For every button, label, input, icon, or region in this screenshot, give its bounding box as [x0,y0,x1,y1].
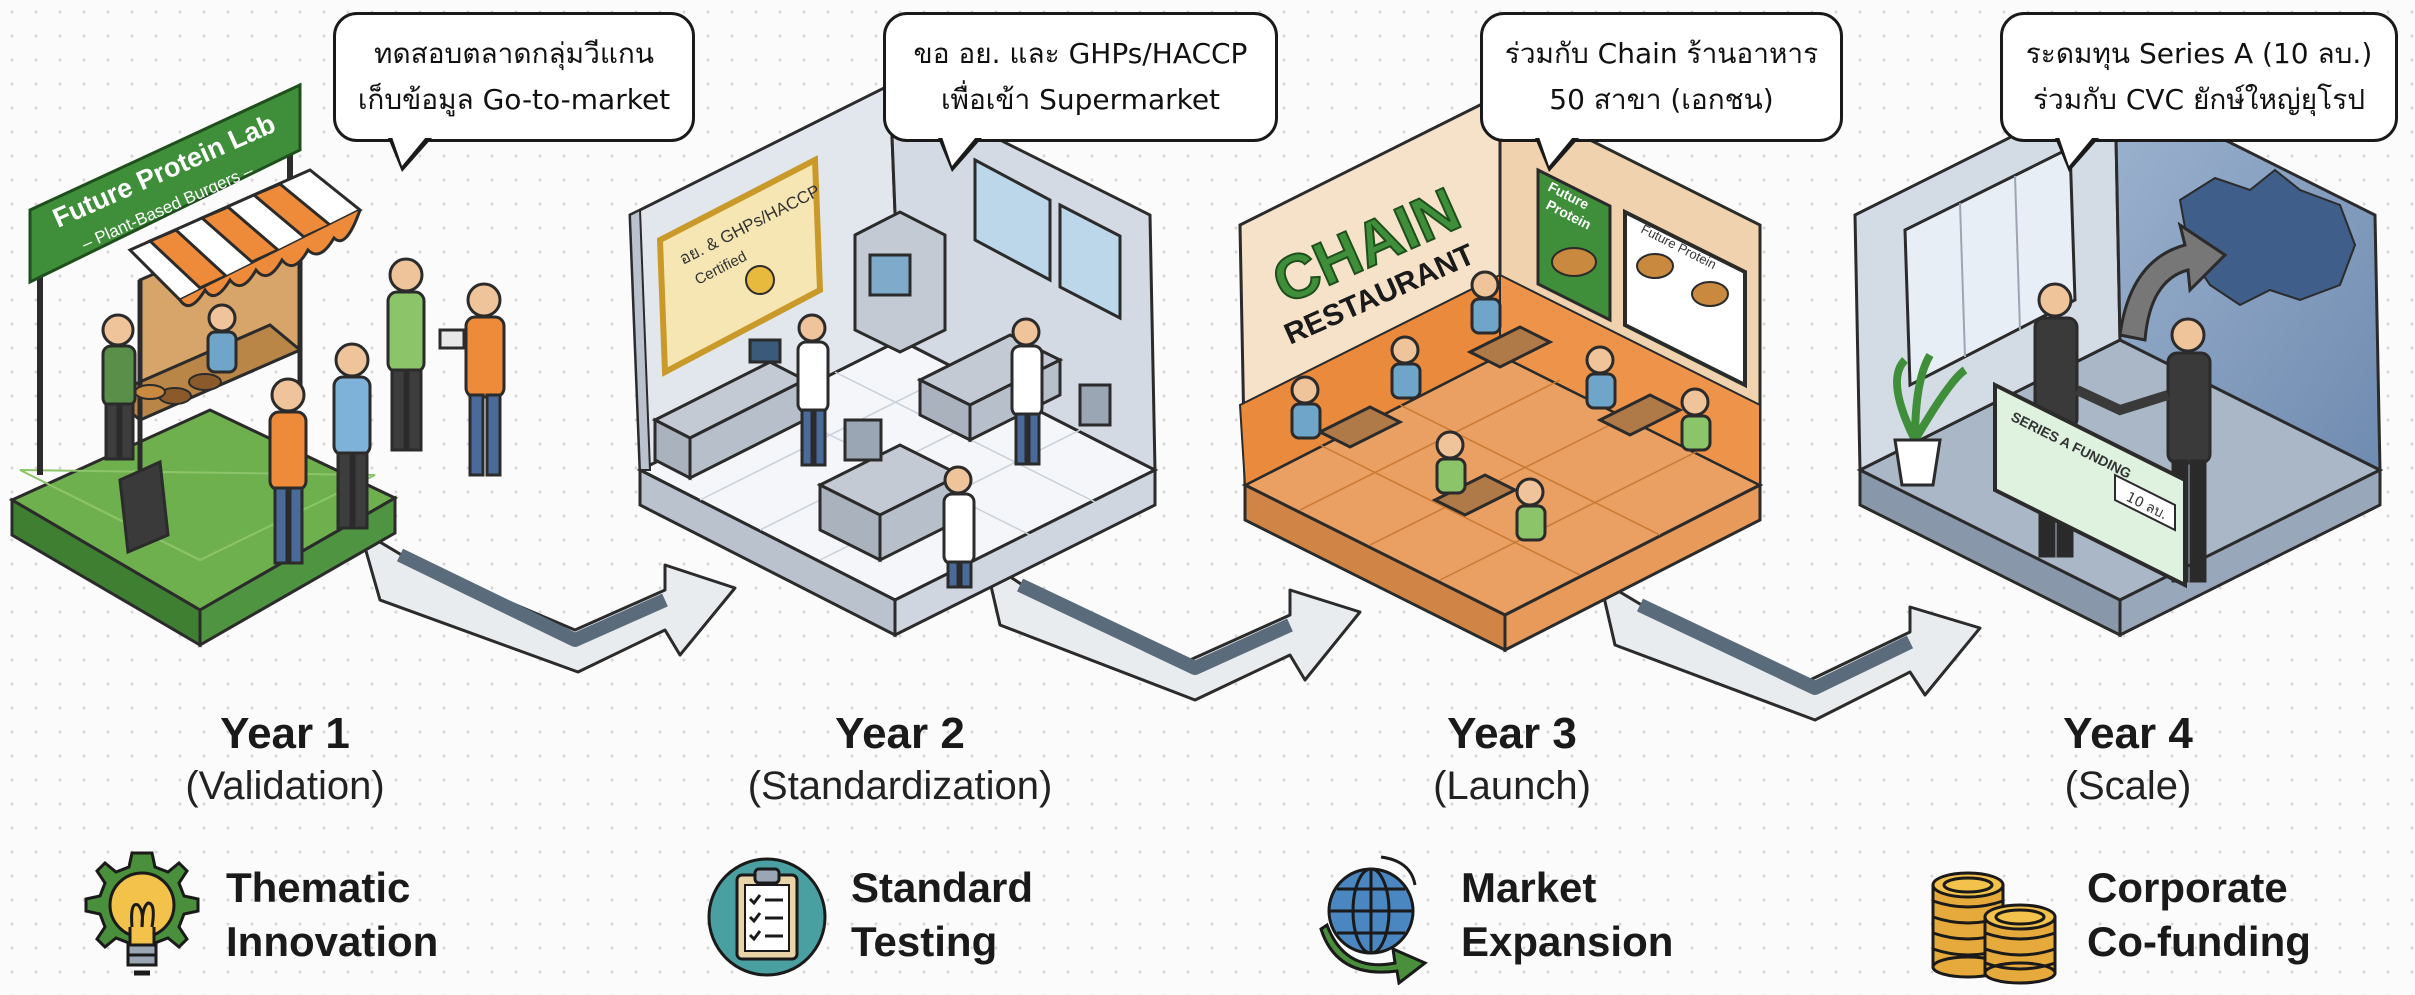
expansion-arrow [2118,221,2228,342]
year-3-phase: (Launch) [1433,764,1591,808]
clipboard-checklist-icon [707,857,827,977]
theme-2-line-2: Testing [851,918,998,965]
theme-year-2: Standard Testing [705,845,1033,985]
bubble-2-line-2: เพื่อเข้า Supermarket [940,83,1221,116]
year-1-phase: (Validation) [185,764,385,808]
theme-year-1: Thematic Innovation [80,845,438,985]
speech-bubble-year-4: ระดมทุน Series A (10 ลบ.) ร่วมกับ CVC ยั… [2000,12,2398,172]
theme-3-line-2: Expansion [1461,918,1674,965]
theme-1-line-2: Innovation [226,918,439,965]
theme-3-line-1: Market [1461,864,1597,911]
year-3-title: Year 3 [1447,709,1577,758]
year-4-title: Year 4 [2063,709,2193,758]
bubble-3-line-1: ร่วมกับ Chain ร้านอาหาร [1504,37,1819,70]
bubble-2-line-1: ขอ อย. และ GHPs/HACCP [913,37,1248,70]
bubble-1-line-2: เก็บข้อมูล Go-to-market [357,83,671,116]
coin-stacks-icon [1931,871,2057,985]
bubble-4-line-1: ระดมทุน Series A (10 ลบ.) [2025,37,2373,70]
globe-arrow-icon [1319,855,1428,985]
stall-people [101,257,506,565]
year-2-title: Year 2 [835,709,965,758]
office-plant [1893,352,1968,487]
europe-map [2178,168,2357,307]
bubble-4-line-2: ร่วมกับ CVC ยักษ์ใหญ่ยุโรป [2032,83,2366,116]
restaurant-poster: Future Protein [1536,167,1612,323]
theme-1-label: Thematic Innovation [226,861,438,969]
year-1-title: Year 1 [220,709,350,758]
theme-4-line-1: Corporate [2087,864,2288,911]
lab-scientists [796,313,1044,589]
theme-4-line-2: Co-funding [2087,918,2311,965]
arrow-2-to-3 [983,558,1362,702]
theme-4-label: Corporate Co-funding [2087,861,2311,969]
stage-3-restaurant: CHAIN RESTAURANT Future Protein Future P… [1238,92,1764,653]
year-4-phase: (Scale) [2064,764,2192,808]
theme-1-line-1: Thematic [226,864,411,911]
year-2-phase: (Standardization) [747,764,1053,808]
theme-year-4: Corporate Co-funding [1925,845,2311,985]
stage-label-year-1: Year 1 (Validation) [55,708,515,812]
restaurant-diners [1290,270,1712,542]
lightbulb-gear-icon [84,851,200,976]
arrow-1-to-2 [358,528,737,674]
stage-2-lab-room: อย. & GHPs/HACCP Certified [628,82,1159,638]
stage-1-market-stall: Future Protein Lab – Plant-Based Burgers… [8,82,506,648]
theme-2-label: Standard Testing [851,861,1033,969]
stage-4-office: SERIES A FUNDING 10 ลบ. [1853,82,2384,638]
theme-year-3: Market Expansion [1315,845,1673,985]
bubble-3-line-2: 50 สาขา (เอกชน) [1549,83,1774,116]
stage-label-year-4: Year 4 (Scale) [1898,708,2358,812]
arrow-3-to-4 [1598,578,1982,722]
theme-3-label: Market Expansion [1461,861,1673,969]
bubble-1-line-1: ทดสอบตลาดกลุ่มวีแกน [374,37,654,70]
flow-arrows [358,528,1982,722]
theme-2-line-1: Standard [851,864,1034,911]
stage-label-year-3: Year 3 (Launch) [1282,708,1742,812]
speech-bubble-year-1: ทดสอบตลาดกลุ่มวีแกน เก็บข้อมูล Go-to-mar… [333,12,695,172]
stall-awning [127,168,363,308]
stage-label-year-2: Year 2 (Standardization) [670,708,1130,812]
speech-bubble-year-2: ขอ อย. และ GHPs/HACCP เพื่อเข้า Supermar… [883,12,1278,172]
speech-bubble-year-3: ร่วมกับ Chain ร้านอาหาร 50 สาขา (เอกชน) [1480,12,1843,172]
